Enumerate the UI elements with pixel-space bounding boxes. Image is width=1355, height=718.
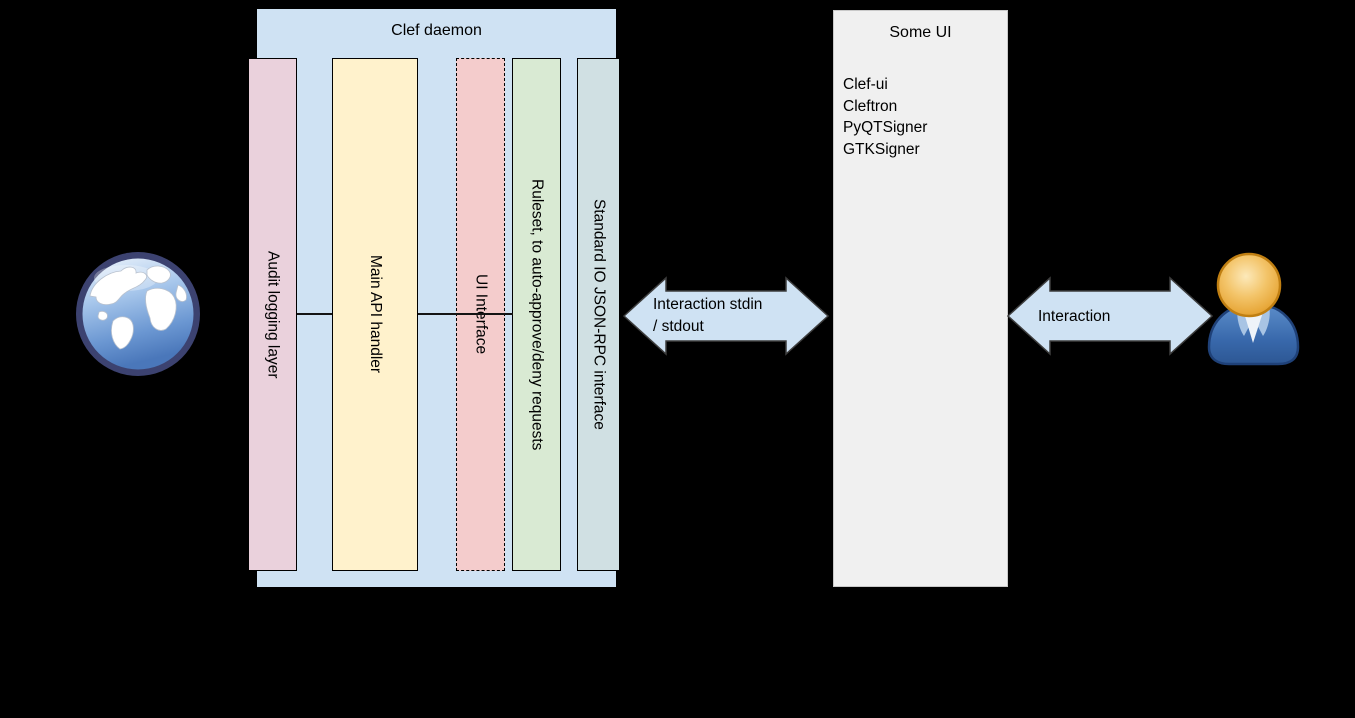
clef-daemon-box: Clef daemon: [256, 8, 617, 588]
bar-standard-io-json-rpc: Standard IO JSON-RPC interface: [577, 58, 620, 571]
bar-ruleset: Ruleset, to auto-approve/deny requests: [512, 58, 561, 571]
bar-standard-io-json-rpc-label: Standard IO JSON-RPC interface: [590, 199, 608, 430]
list-item-pyqtsigner: PyQTSigner: [843, 119, 928, 137]
bar-audit-logging-layer-label: Audit logging layer: [264, 250, 282, 379]
user-icon: [1207, 252, 1300, 366]
connector-line-main-to-ruleset: [418, 313, 513, 315]
bar-main-api-handler: Main API handler: [332, 58, 418, 571]
some-ui-box: Some UI Clef-ui Cleftron PyQTSigner GTKS…: [833, 10, 1008, 587]
arrow-label-interaction: Interaction: [1038, 308, 1111, 325]
arrow-clef-to-someui: [622, 276, 830, 356]
clef-daemon-title: Clef daemon: [391, 22, 482, 39]
list-item-clef-ui: Clef-ui: [843, 76, 888, 93]
some-ui-title: Some UI: [889, 24, 952, 41]
some-ui-list: Clef-ui Cleftron PyQTSigner GTKSigner: [843, 74, 927, 161]
arrow-label-interaction-stdio: Interaction stdin / stdout: [653, 296, 763, 335]
list-item-gtksigner: GTKSigner: [843, 141, 920, 159]
globe-icon: [76, 252, 200, 376]
bar-main-api-handler-label: Main API handler: [367, 255, 384, 374]
bar-ruleset-label: Ruleset, to auto-approve/deny requests: [528, 178, 546, 451]
bar-audit-logging-layer: Audit logging layer: [248, 58, 297, 571]
list-item-cleftron: Cleftron: [843, 97, 898, 115]
arrow-someui-to-user: [1006, 276, 1214, 356]
connector-line-audit-to-main: [297, 313, 332, 315]
